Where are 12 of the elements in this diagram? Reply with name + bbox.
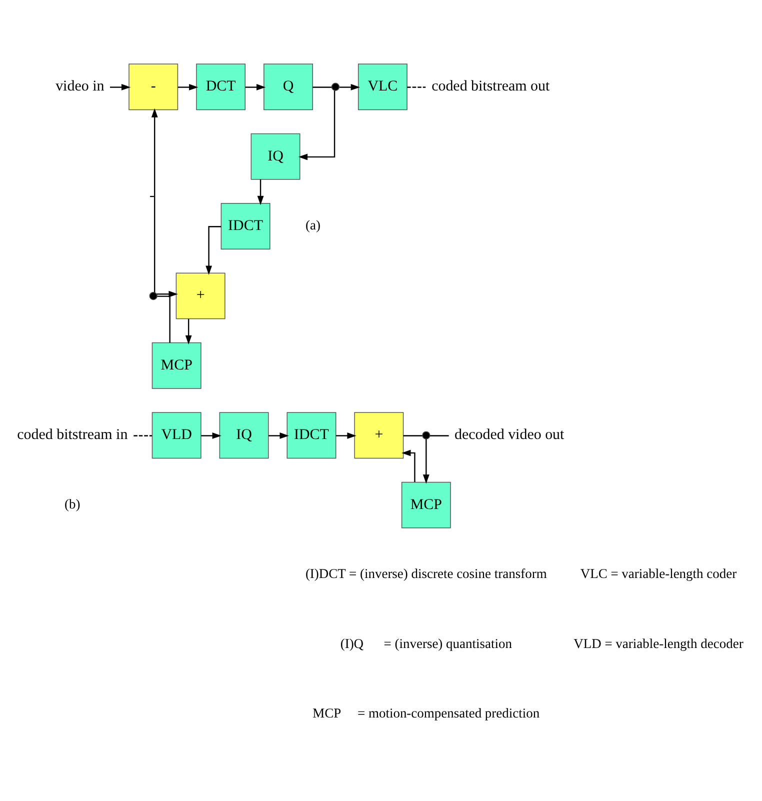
label: MCP = motion-compensated prediction — [312, 705, 540, 720]
node-text: coded bitstream out — [432, 78, 550, 95]
label: VLD = variable-length decoder — [574, 636, 744, 651]
label: (I)DCT = (inverse) discrete cosine transform — [305, 566, 547, 582]
label: (a) — [306, 218, 320, 233]
node-text: decoded video out — [454, 427, 564, 444]
edge-label: - — [149, 188, 154, 204]
label: VLC = variable-length coder — [580, 566, 737, 582]
label: (b) — [64, 496, 80, 512]
node-text: video in — [56, 78, 104, 95]
label: (I)Q = (inverse) quantisation — [340, 636, 512, 651]
node-text: coded bitstream in — [17, 427, 128, 444]
